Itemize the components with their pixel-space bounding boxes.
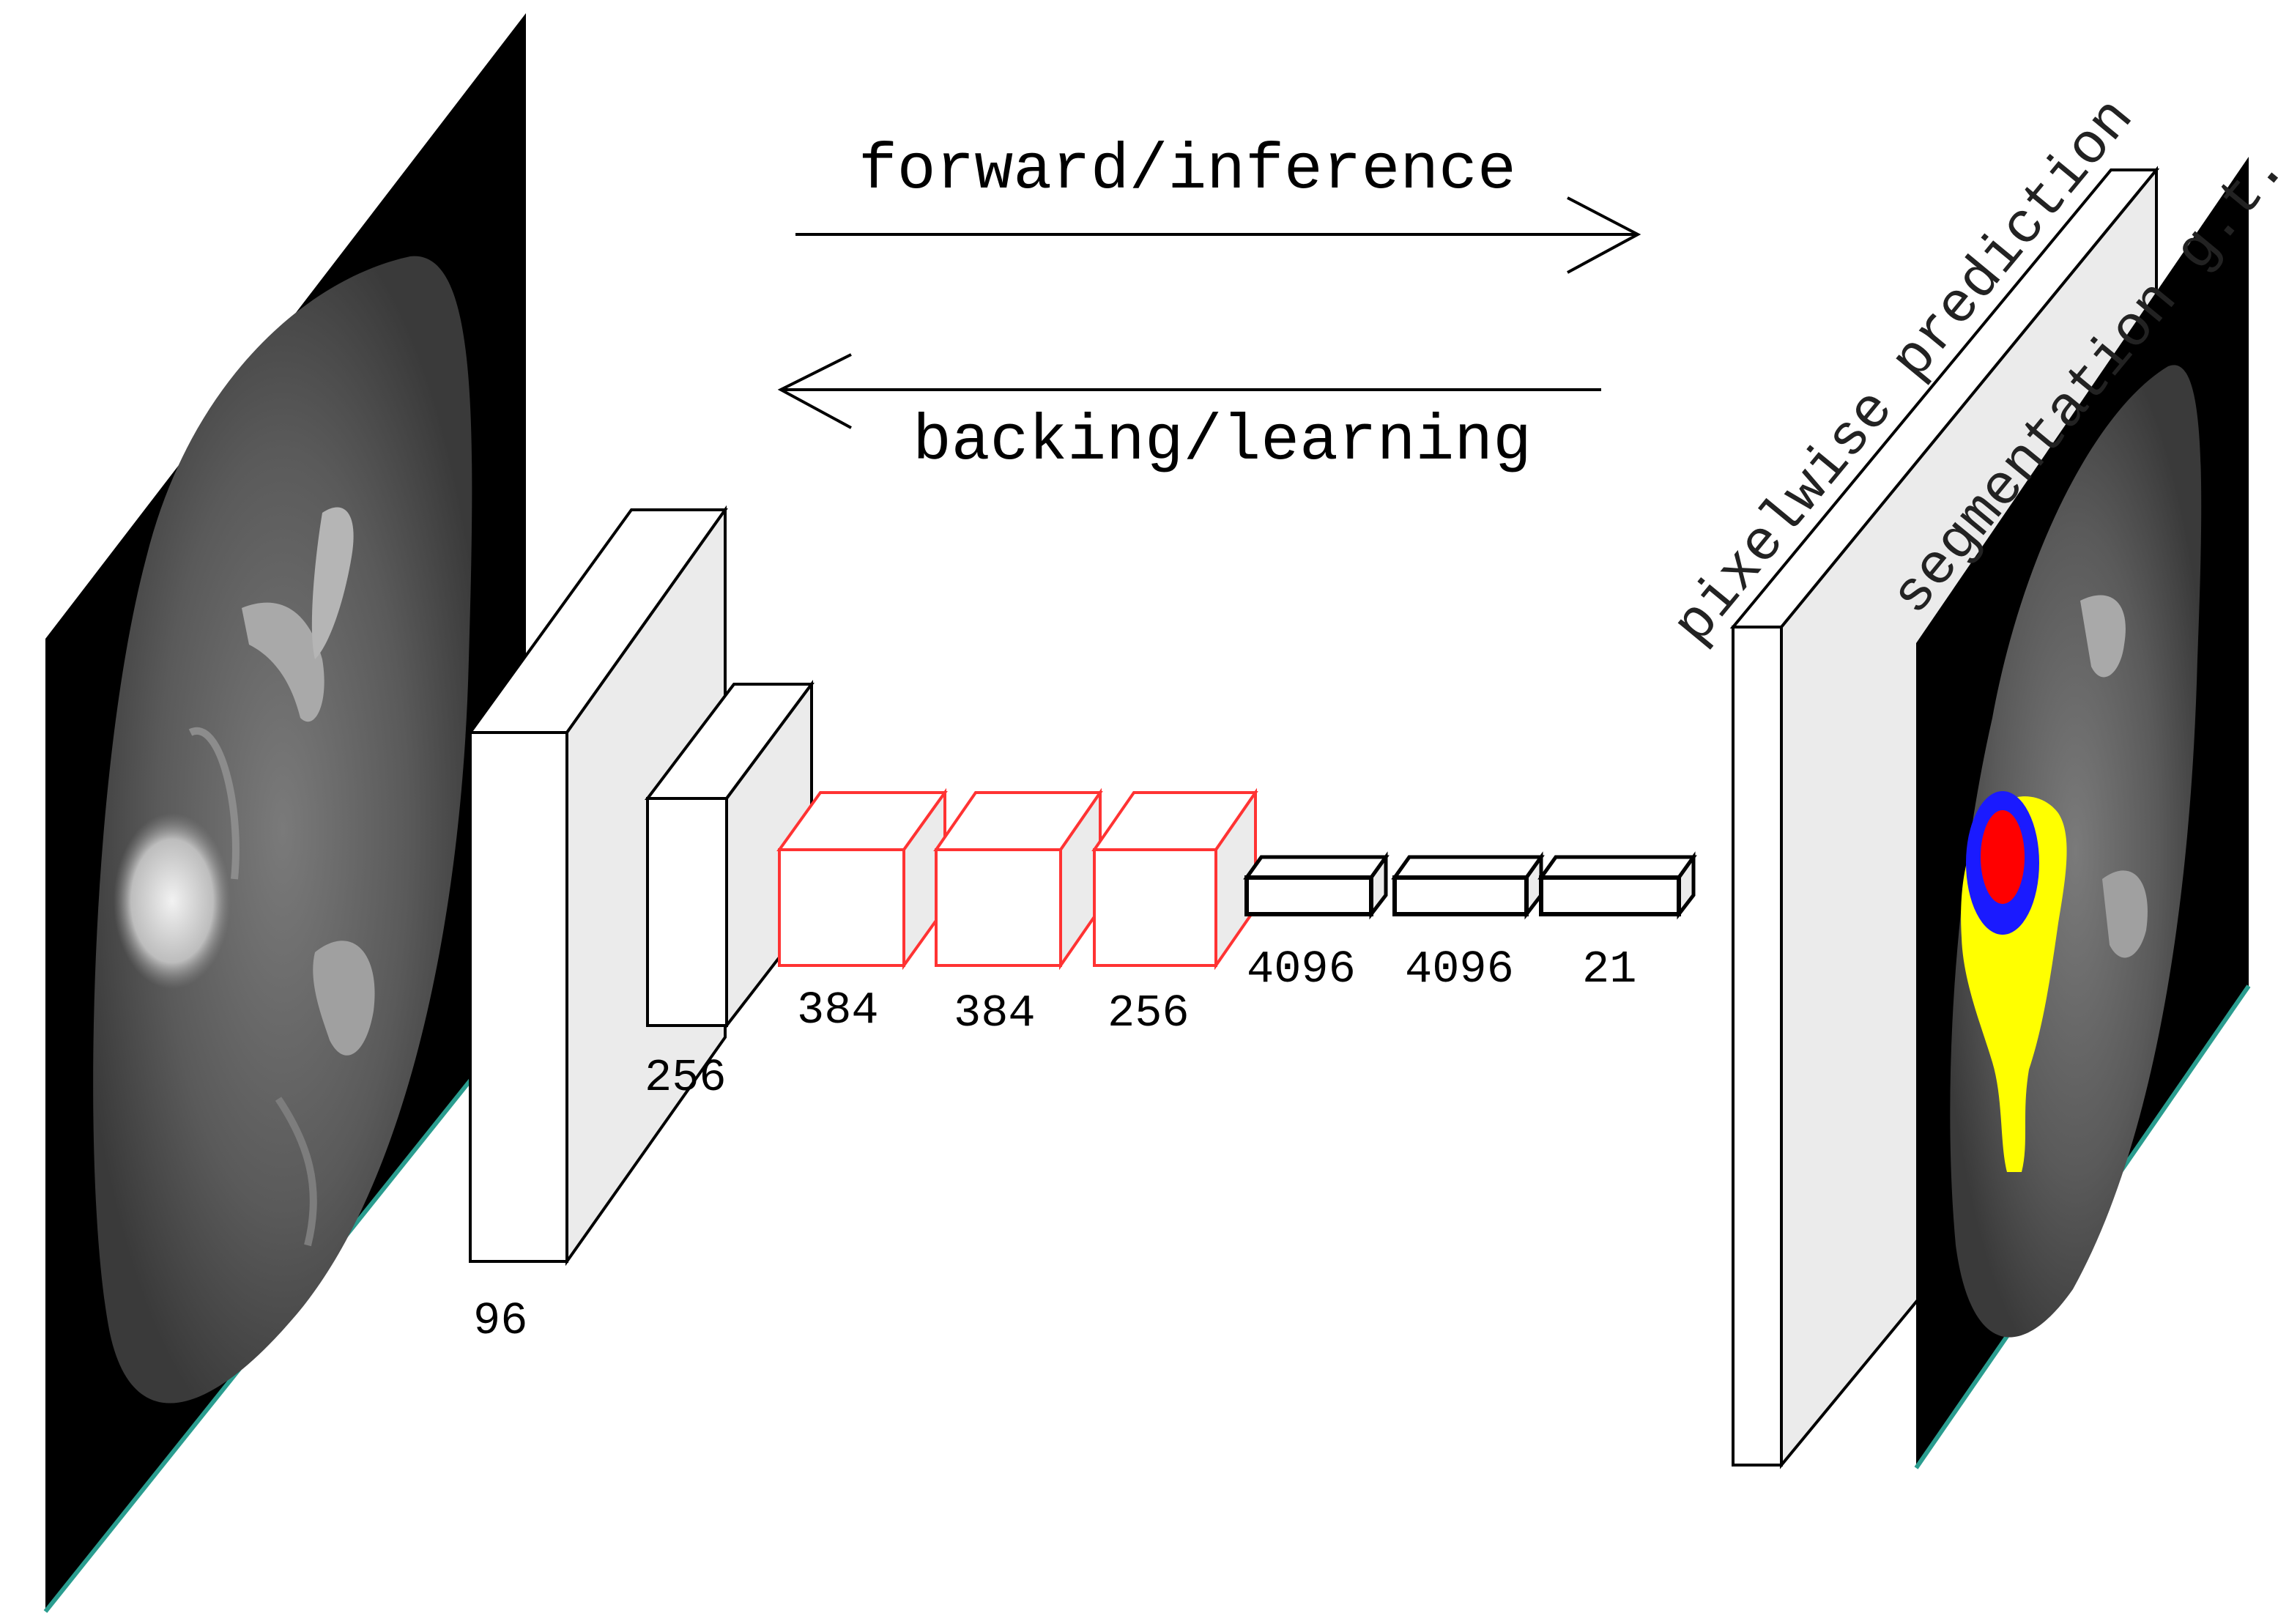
conv-layer-3 [776,787,948,971]
conv-layer-4 [933,787,1103,971]
input-mri-slice [43,13,528,1613]
layer-label-384-b: 384 [954,987,1036,1039]
layer-label-256-b: 256 [1108,987,1190,1039]
segmentation-ground-truth-slice [1914,157,2251,1469]
forward-arrow [795,196,1641,274]
input-brain-image [93,256,472,1404]
tumor-core-region [1981,810,2025,904]
layer-label-96: 96 [473,1295,527,1347]
backward-arrow-label: backing/learning [913,406,1532,478]
layer-label-21: 21 [1582,943,1636,995]
forward-arrow-label: forward/inference [858,135,1516,207]
backward-arrow [777,353,1601,429]
layer-label-4096-b: 4096 [1405,943,1514,995]
fc-layer-3 [1537,851,1697,920]
conv-layer-1 [467,505,728,1267]
fc-layer-1 [1243,851,1390,920]
layer-label-4096-a: 4096 [1247,943,1356,995]
conv-layer-5 [1091,787,1258,971]
layer-label-256-a: 256 [645,1052,727,1104]
conv-layer-2 [644,679,815,1030]
layer-label-384-a: 384 [797,985,879,1037]
fc-layer-2 [1391,851,1545,920]
